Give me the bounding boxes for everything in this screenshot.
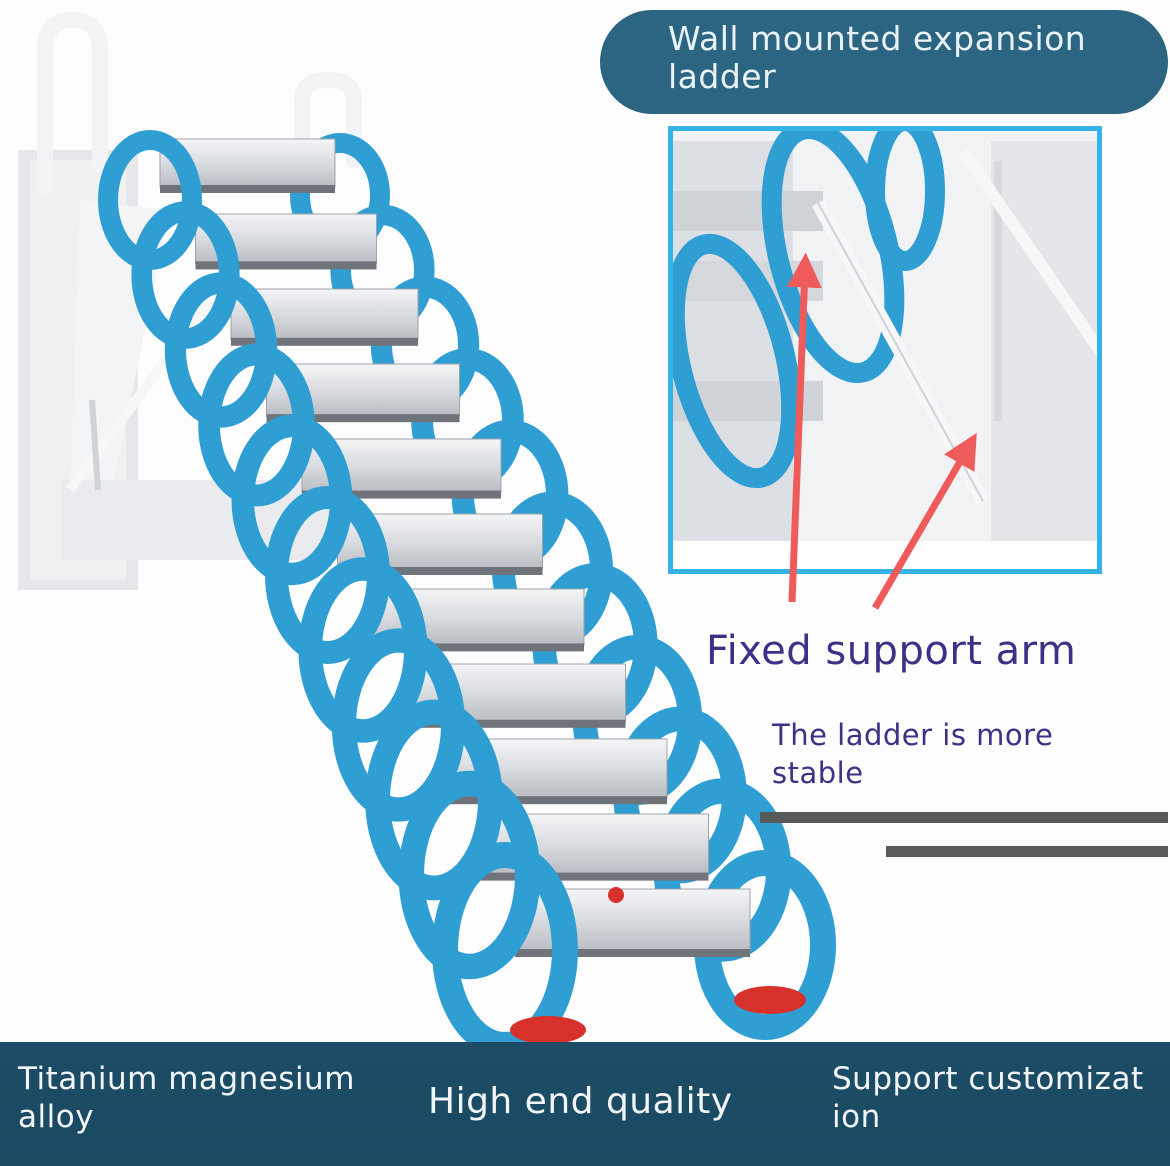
divider-line-long — [760, 812, 1168, 823]
callout-note: The ladder is more stable — [772, 718, 1054, 790]
title-text: Wall mounted expansion ladder — [668, 19, 1087, 96]
step-shadow — [302, 490, 501, 499]
feature-material: Titanium magnesium alloy — [18, 1061, 355, 1135]
step-shadow — [479, 872, 709, 881]
feature-footer: Titanium magnesium alloy High end qualit… — [0, 1042, 1170, 1166]
step-shadow — [195, 261, 377, 270]
step-shadow — [515, 949, 750, 957]
step-shadow — [266, 414, 460, 423]
step-shadow — [408, 719, 626, 728]
foot-pad-right — [734, 986, 806, 1014]
handrails — [37, 11, 362, 198]
step-shadow — [160, 185, 335, 193]
detail-inset — [668, 126, 1102, 574]
title-banner — [600, 10, 1168, 114]
step-shadow — [373, 643, 584, 652]
divider-line-short — [886, 846, 1168, 857]
feature-customization: Support customizat ion — [832, 1061, 1144, 1135]
lock-knob — [608, 887, 624, 903]
foot-pad-left — [510, 1016, 586, 1044]
step-shadow — [444, 796, 667, 805]
support-arm-closeup — [673, 131, 1097, 569]
step-shadow — [337, 567, 543, 575]
feature-quality: High end quality — [428, 1081, 733, 1122]
step-shadow — [231, 337, 418, 346]
callout-label: Fixed support arm — [706, 628, 1077, 674]
